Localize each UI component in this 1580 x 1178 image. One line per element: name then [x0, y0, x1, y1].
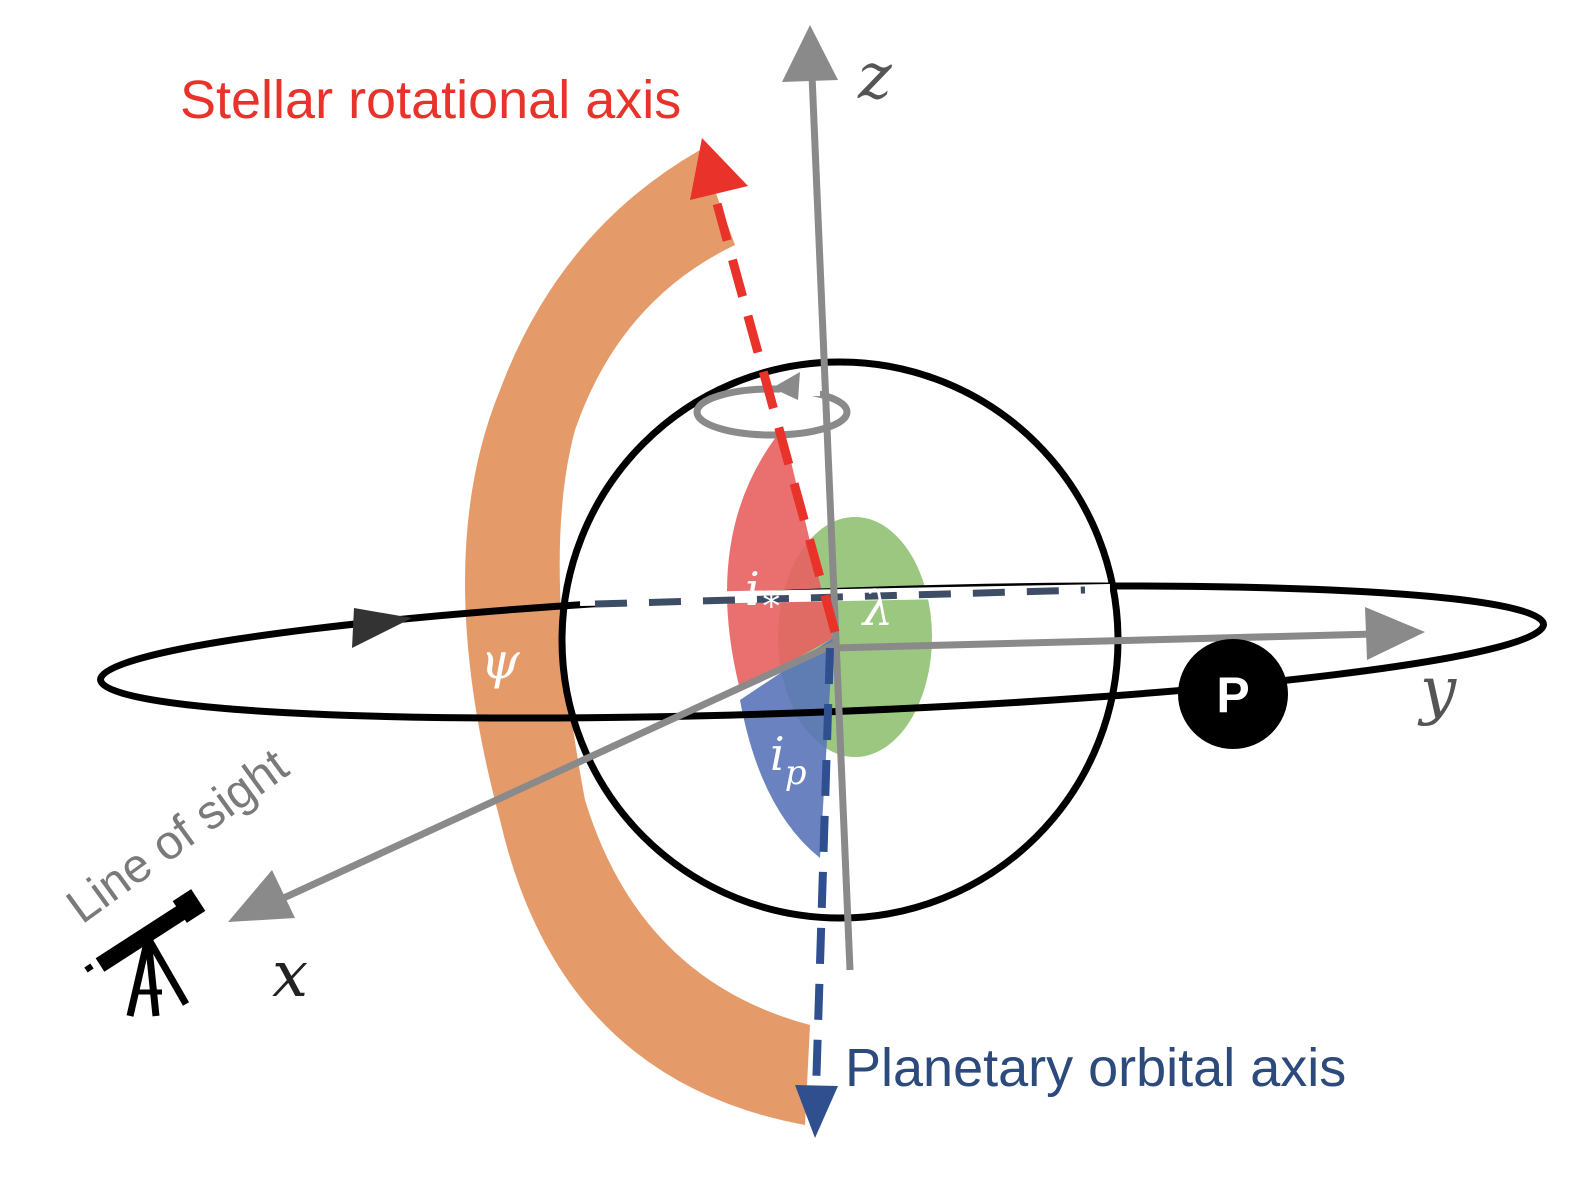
telescope-icon: [84, 889, 206, 1017]
stellar-axis-arrowhead: [690, 138, 748, 200]
orbit-mask: [579, 584, 1111, 606]
x-axis-label: x: [272, 938, 308, 1012]
psi-label: ψ: [480, 632, 520, 690]
x-axis-line: [273, 641, 835, 906]
psi-angle-band: [465, 150, 810, 1125]
y-axis-arrowhead: [1365, 607, 1425, 660]
y-axis-line: [832, 630, 1376, 652]
z-axis-label: z: [857, 40, 893, 114]
i-star-base: i: [745, 562, 760, 616]
i-p-sub: p: [785, 753, 807, 793]
star-equator-dashed: [594, 586, 1086, 608]
stellar-axis-title: Stellar rotational axis: [180, 70, 681, 130]
stellar-axis-dashed: [711, 198, 840, 634]
rotation-arrowhead: [772, 372, 800, 400]
i-star-label: i∗: [745, 562, 783, 620]
i-p-base: i: [770, 727, 785, 781]
planetary-axis-dashed: [812, 647, 834, 1091]
planetary-axis-title: Planetary orbital axis: [845, 1038, 1346, 1098]
y-axis-label: y: [1417, 654, 1457, 728]
i-star-angle-region: [726, 428, 833, 690]
orbit-direction-arrow-icon: [352, 608, 412, 648]
z-axis-arrowhead: [782, 25, 838, 82]
i-p-label: ip: [770, 727, 806, 793]
i-p-angle-region: [740, 638, 833, 858]
z-axis-line: [808, 74, 854, 971]
i-star-sub: ∗: [760, 580, 783, 620]
planet-label: P: [1216, 667, 1249, 723]
planetary-axis-arrowhead: [795, 1085, 838, 1138]
planet-marker: [1178, 639, 1288, 749]
x-axis-arrowhead: [228, 870, 295, 922]
lambda-label: λ: [861, 581, 893, 637]
